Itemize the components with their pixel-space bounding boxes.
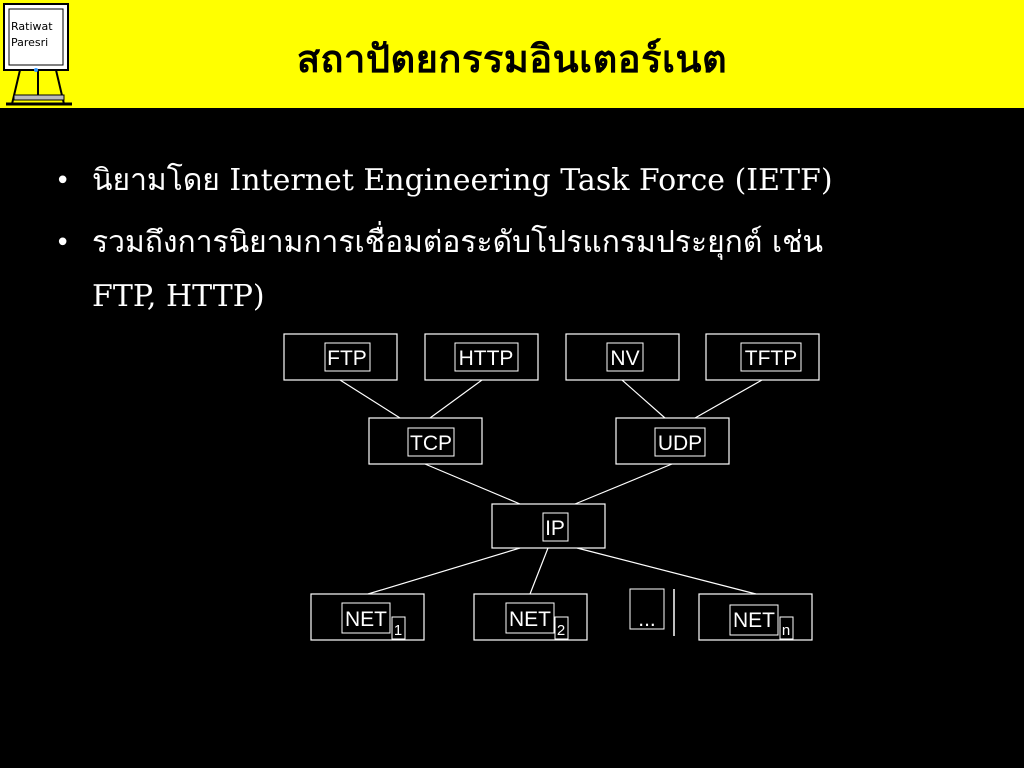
net-label-1: NET	[345, 608, 387, 631]
transport-box-udp: UDP	[615, 417, 730, 465]
logo-easel-icon: Ratiwat Paresri	[3, 3, 72, 106]
net-box-2: NET 2	[473, 593, 588, 641]
transport-label-tcp: TCP	[410, 432, 452, 455]
net-subscript-n: n	[782, 622, 790, 639]
app-label-nv: NV	[610, 347, 639, 370]
network-label-ip: IP	[545, 517, 565, 540]
transport-label-udp: UDP	[658, 432, 702, 455]
app-label-ftp: FTP	[327, 347, 367, 370]
net-label-2: NET	[509, 608, 551, 631]
net-subscript-2: 2	[557, 622, 565, 639]
network-box-ip: IP	[491, 503, 606, 549]
net-label-n: NET	[733, 609, 775, 632]
net-box-n: NET n	[698, 593, 813, 641]
bullet-dot-icon: •	[55, 228, 71, 258]
ellipsis-indicator: ...	[629, 588, 675, 636]
app-box-nv: NV	[565, 333, 680, 381]
logo-text-line1: Ratiwat	[11, 20, 53, 33]
app-box-tftp: TFTP	[705, 333, 820, 381]
app-label-http: HTTP	[459, 347, 514, 370]
header-bar: Ratiwat Paresri สถาปัตยกรรมอินเตอร์เนต	[0, 0, 1024, 110]
bullet-item-ietf: • นิยามโดย Internet Engineering Task For…	[55, 150, 995, 212]
bullet-text: รวมถึงการนิยามการเชื่อมต่อระดับโปรแกรมปร…	[92, 225, 823, 260]
net-box-1: NET 1	[310, 593, 425, 641]
bullet-text: นิยามโดย Internet Engineering Task Force…	[92, 163, 833, 198]
bullet-text-continuation: FTP, HTTP)	[92, 279, 265, 314]
connector-lines	[339, 379, 763, 595]
bullet-dot-icon: •	[55, 166, 71, 196]
transport-box-tcp: TCP	[368, 417, 483, 465]
logo-text-line2: Paresri	[11, 36, 48, 49]
slide-title: สถาปัตยกรรมอินเตอร์เนต	[296, 37, 728, 81]
net-subscript-1: 1	[394, 622, 402, 639]
app-box-ftp: FTP	[283, 333, 398, 381]
ellipsis-text: ...	[638, 608, 656, 631]
app-box-http: HTTP	[424, 333, 539, 381]
bullet-list: • นิยามโดย Internet Engineering Task For…	[55, 150, 995, 328]
bullet-item-application: • รวมถึงการนิยามการเชื่อมต่อระดับโปรแกรม…	[55, 212, 995, 274]
app-label-tftp: TFTP	[745, 347, 798, 370]
